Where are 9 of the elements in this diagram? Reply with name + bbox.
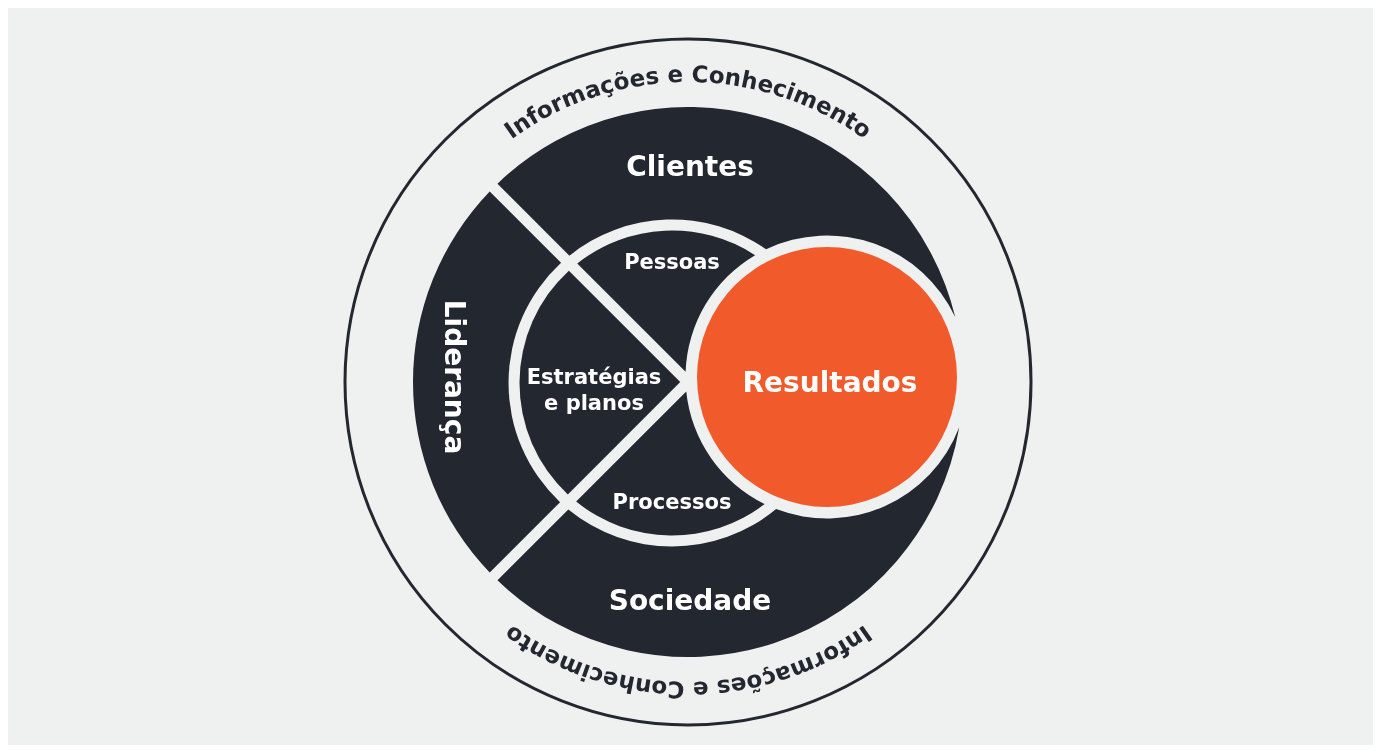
sector-label: Estratégias e planos	[526, 364, 662, 416]
sector-label: Pessoas	[624, 250, 720, 274]
sector-label: Liderança	[438, 299, 472, 455]
sector-label: Resultados	[742, 365, 918, 399]
sector-label: Sociedade	[608, 583, 772, 617]
sector-label: Clientes	[626, 149, 754, 183]
sector-label: Processos	[612, 490, 732, 514]
outer-circle	[343, 37, 1033, 727]
inner-sector	[519, 270, 681, 495]
